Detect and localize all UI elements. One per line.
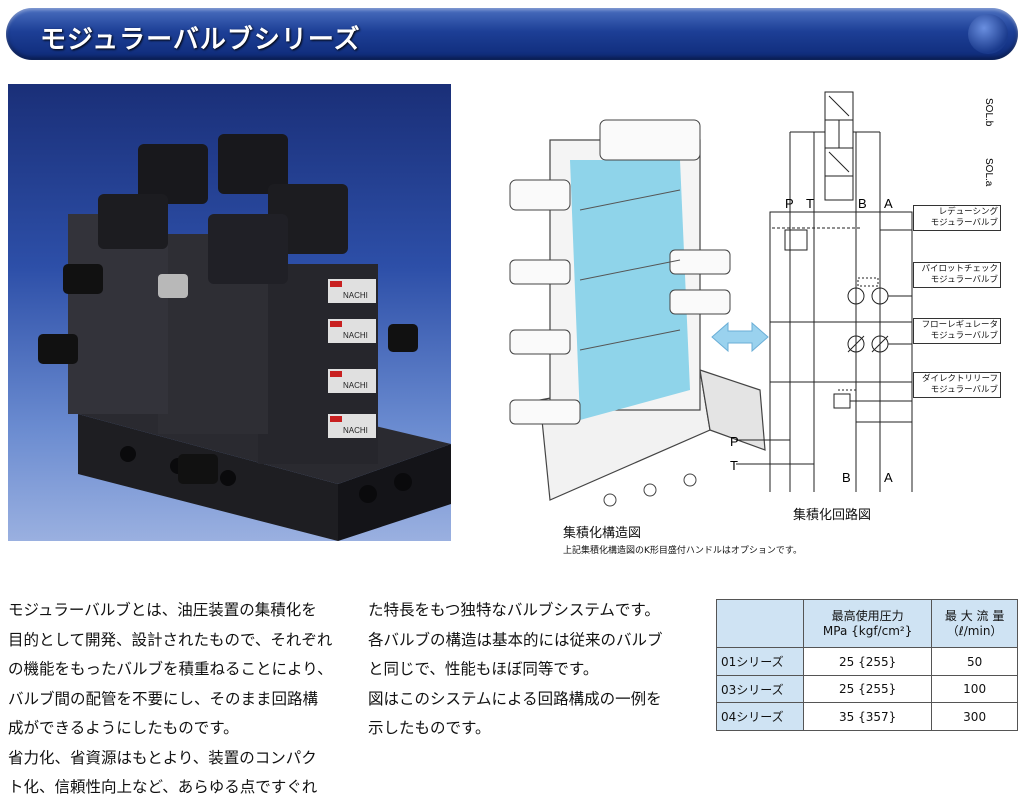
body-line: モジュラーバルブとは、油圧装置の集積化を — [8, 601, 317, 619]
body-text-column-1: モジュラーバルブとは、油圧装置の集積化を 目的として開発、設計されたもので、それ… — [8, 596, 333, 803]
body-line: と同じで、性能もほぼ同等です。 — [368, 660, 599, 678]
table-header-blank — [716, 598, 804, 649]
photo-label: NACHI — [343, 381, 368, 390]
body-line: 成ができるようにしたものです。 — [8, 719, 239, 737]
table-row: 04シリーズ 35 {357} 300 — [716, 702, 1018, 731]
table-row: 01シリーズ 25 {255} 50 — [716, 647, 1018, 676]
port-label-t: T — [806, 196, 814, 211]
table-header-pressure: 最高使用圧力 MPa {kgf/cm²} — [802, 598, 933, 649]
body-line: 省力化、省資源はもとより、装置のコンパク — [8, 748, 317, 767]
port-label-b-lower: B — [842, 470, 851, 485]
circuit-caption: 集積化回路図 — [793, 508, 872, 523]
page-title: モジュラーバルブシリーズ — [40, 25, 361, 55]
body-line: た特長をもつ独特なバルブシステムです。 — [368, 601, 660, 619]
photo-label: NACHI — [343, 331, 368, 340]
port-label-t-lower: T — [730, 458, 738, 473]
body-line: 各バルブの構造は基本的には従来のバルブ — [368, 630, 663, 649]
body-line: の機能をもったバルブを積重ねることにより、 — [8, 660, 333, 678]
body-line: 示したものです。 — [368, 719, 491, 737]
body-text-column-2: た特長をもつ独特なバルブシステムです。 各バルブの構造は基本的には従来のバルブ … — [368, 596, 663, 744]
product-photo: NACHI NACHI NACHI NACHI — [8, 84, 451, 541]
valve-stack-illustration: NACHI NACHI NACHI NACHI — [38, 134, 451, 541]
table-header-row: 最高使用圧力 MPa {kgf/cm²} 最 大 流 量 （ℓ/min） — [716, 598, 1018, 649]
double-arrow-icon — [710, 320, 770, 354]
port-label-p: P — [785, 196, 794, 211]
circuit-label-pilot-check: パイロットチェック モジュラーバルブ — [913, 262, 1001, 288]
photo-label: NACHI — [343, 291, 368, 300]
table-cell-series: 04シリーズ — [716, 702, 804, 731]
table-cell-series: 01シリーズ — [716, 647, 804, 676]
body-line: 図はこのシステムによる回路構成の一例を — [368, 689, 662, 708]
header-banner: モジュラーバルブシリーズ — [6, 8, 1018, 60]
table-cell-pressure: 25 {255} — [802, 647, 933, 676]
table-row: 03シリーズ 25 {255} 100 — [716, 674, 1018, 704]
circuit-label-direct-relief: ダイレクトリリーフ モジュラーバルブ — [913, 372, 1001, 398]
table-cell-flow: 50 — [931, 647, 1018, 676]
structure-caption: 集積化構造図 — [563, 526, 642, 541]
table-header-flow: 最 大 流 量 （ℓ/min） — [931, 598, 1018, 649]
body-line: バルブ間の配管を不要にし、そのまま回路構 — [8, 689, 319, 708]
structure-drawing — [490, 100, 780, 520]
table-cell-flow: 100 — [931, 674, 1018, 704]
circuit-label-reducing: レデューシング モジュラーバルブ — [913, 205, 1001, 231]
table-cell-series: 03シリーズ — [716, 674, 804, 704]
circuit-diagram: P T B A P T B A SOL.b SOL.a — [730, 82, 1020, 523]
port-label-a: A — [884, 196, 893, 211]
spec-table: 最高使用圧力 MPa {kgf/cm²} 最 大 流 量 （ℓ/min） 01シ… — [716, 598, 1018, 731]
table-cell-flow: 300 — [931, 702, 1018, 731]
body-line: ト化、信頼性向上など、あらゆる点ですぐれ — [8, 778, 318, 796]
sol-b-label: SOL.b — [983, 98, 994, 127]
circuit-label-flow-regulator: フローレギュレータ モジュラーバルブ — [913, 318, 1001, 344]
port-label-p-lower: P — [730, 434, 739, 449]
body-line: 目的として開発、設計されたもので、それぞれ — [8, 630, 333, 649]
table-cell-pressure: 25 {255} — [802, 674, 933, 704]
sol-a-label: SOL.a — [983, 158, 994, 187]
banner-end-cap — [968, 14, 1008, 54]
port-label-a-lower: A — [884, 470, 893, 485]
structure-note: 上記集積化構造図のK形目盛付ハンドルはオプションです。 — [563, 546, 803, 556]
photo-label: NACHI — [343, 426, 368, 435]
port-label-b: B — [858, 196, 867, 211]
table-cell-pressure: 35 {357} — [802, 702, 933, 731]
